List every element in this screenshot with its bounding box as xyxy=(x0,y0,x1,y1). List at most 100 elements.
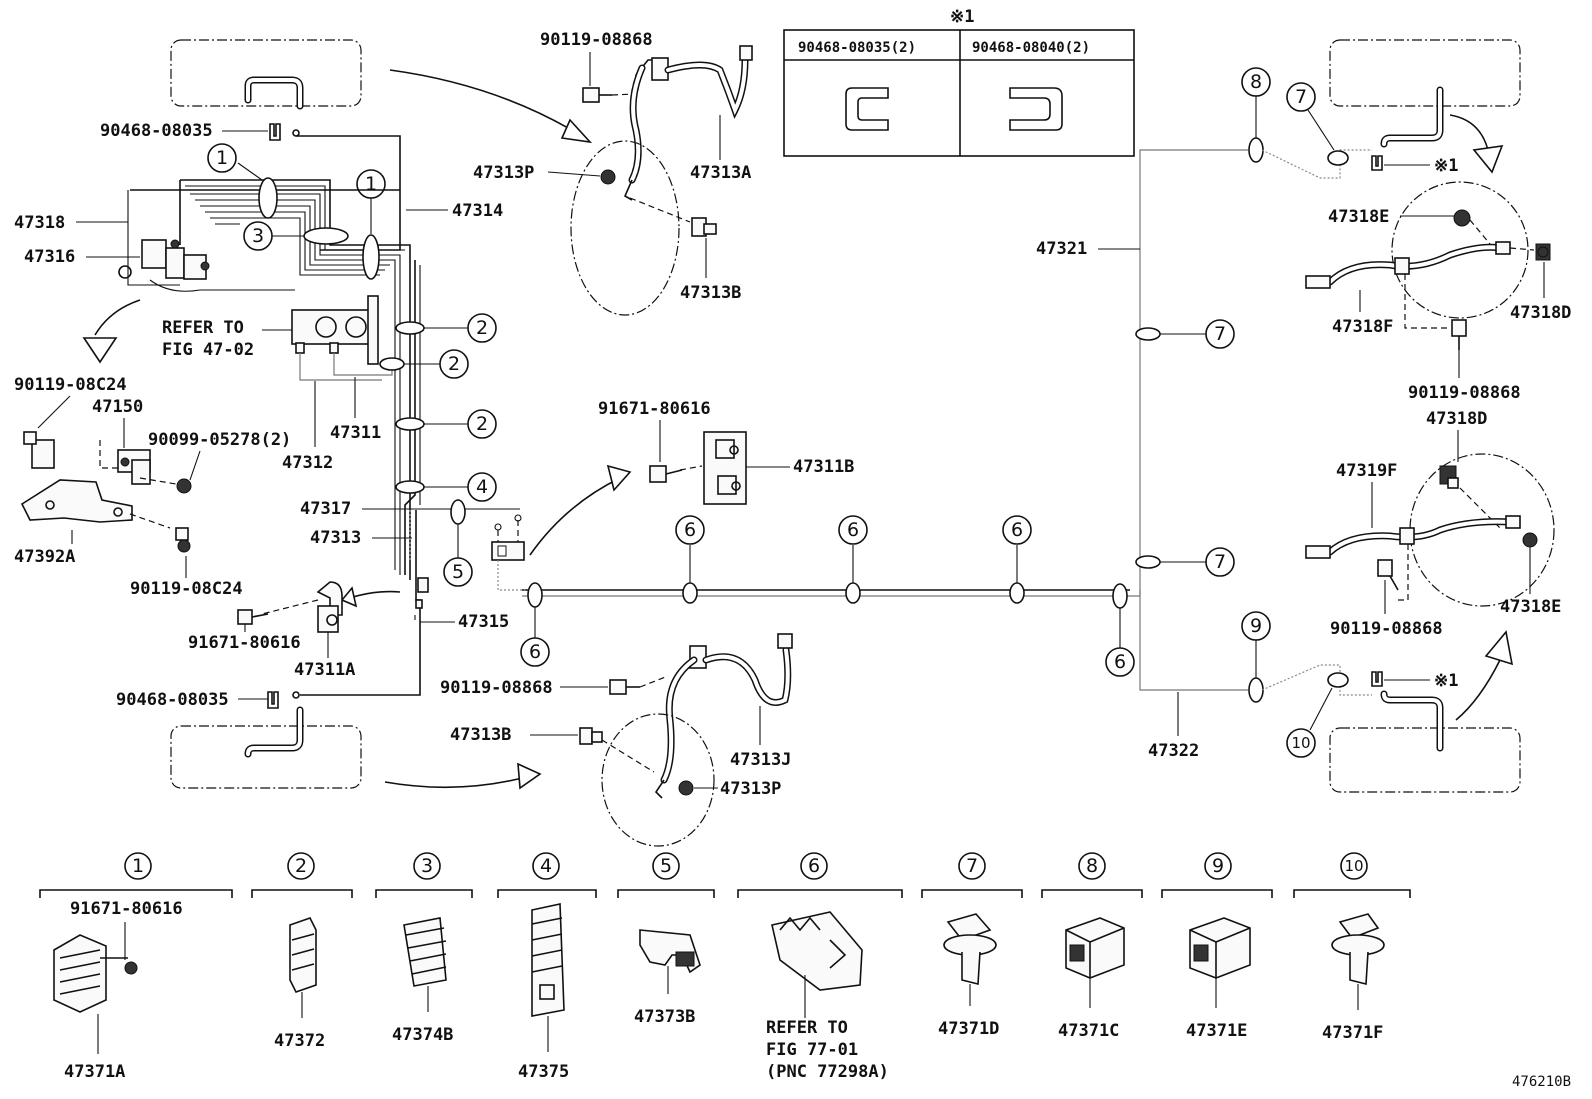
label-90119-08C24-b: 90119-08C24 xyxy=(130,579,243,599)
label-47313P-mid: 47313P xyxy=(720,779,781,799)
callout-7-c: 7 xyxy=(1295,86,1307,108)
callout-6-b: 6 xyxy=(684,519,696,541)
table-note-1 xyxy=(783,29,1135,157)
label-47313: 47313 xyxy=(310,528,361,548)
label-90119-08868-r2: 90119-08868 xyxy=(1330,619,1443,639)
label-47312: 47312 xyxy=(282,453,333,473)
label-47318F: 47318F xyxy=(1332,317,1393,337)
legend-part-9: 47371E xyxy=(1186,1021,1247,1041)
body-outline-top-right xyxy=(1329,39,1521,148)
nut-47313P-top xyxy=(600,169,616,185)
label-47313J: 47313J xyxy=(730,750,791,770)
label-47322: 47322 xyxy=(1148,741,1199,761)
brake-valve-47316 xyxy=(118,239,210,280)
arrow-head-down-left xyxy=(82,337,118,364)
body-outline-bottom-left xyxy=(170,706,362,789)
label-47313B-top: 47313B xyxy=(680,283,741,303)
label-47316: 47316 xyxy=(24,247,75,267)
clip-icon-47373B xyxy=(639,929,701,974)
label-47318D-mid: 47318D xyxy=(1426,409,1487,429)
legend-part-8: 47371C xyxy=(1058,1021,1119,1041)
label-90468-08035-bottom: 90468-08035 xyxy=(116,690,229,710)
legend-num-6: 6 xyxy=(808,855,820,877)
arrow-to-front-hose xyxy=(389,69,586,139)
label-47311B: 47311B xyxy=(793,457,854,477)
flex-hose-47313A xyxy=(623,45,753,201)
label-47319F: 47319F xyxy=(1336,461,1397,481)
label-fig-47-02: FIG 47-02 xyxy=(162,340,254,360)
union-47313B-mid xyxy=(579,727,603,745)
label-91671-80616-a: 91671-80616 xyxy=(188,633,301,653)
clip-90468-08035-top xyxy=(269,123,281,141)
callout-2-a: 2 xyxy=(476,317,488,339)
arrow-head-top-right xyxy=(1472,145,1504,174)
callout-1-left: 1 xyxy=(216,147,228,169)
label-90119-08C24-a: 90119-08C24 xyxy=(14,375,127,395)
callout-6-e: 6 xyxy=(1114,651,1126,673)
arrow-head-47311B xyxy=(606,464,632,492)
label-47313B-mid: 47313B xyxy=(450,725,511,745)
label-47313A: 47313A xyxy=(690,163,751,183)
legend-num-4: 4 xyxy=(540,855,552,877)
clip-icon-90468-08035 xyxy=(845,87,889,131)
label-47311A: 47311A xyxy=(294,660,355,680)
legend-row: 1 91671-80616 47371A 2 47372 3 47 xyxy=(39,852,1411,1082)
callout-2-c: 2 xyxy=(476,413,488,435)
label-47318E-mid: 47318E xyxy=(1500,597,1561,617)
legend-part-1: 47371A xyxy=(64,1062,125,1082)
callout-3: 3 xyxy=(252,225,264,247)
legend-num-9: 9 xyxy=(1212,855,1224,877)
clip-icon-47372 xyxy=(289,917,317,993)
label-47318E-top: 47318E xyxy=(1328,207,1389,227)
bolt-91671-80616-b xyxy=(649,465,683,483)
hose-47319F xyxy=(1305,515,1521,559)
arrow-to-rear-hose xyxy=(384,775,531,789)
arrow-head-rear xyxy=(517,762,542,790)
bracket-small-47317 xyxy=(491,514,525,561)
legend-part-6c: (PNC 77298A) xyxy=(766,1062,889,1082)
clip-90468-08035-bottom xyxy=(267,691,279,709)
arrow-head xyxy=(560,118,593,144)
union-47318D-top xyxy=(1535,243,1551,261)
note-mark-bottom: ※1 xyxy=(1434,671,1458,691)
bolt-90119-08868-top xyxy=(582,87,612,103)
clip-icon-47371A xyxy=(53,934,138,1013)
clip-icon-47374B xyxy=(403,917,447,987)
flex-hose-47313J xyxy=(654,633,793,799)
clip-icon-47371C xyxy=(1065,917,1125,979)
bolt-90119-08868-mid xyxy=(609,679,640,695)
arrow-down-left xyxy=(94,299,141,336)
callout-6-a: 6 xyxy=(529,641,541,663)
label-refer-to-1: REFER TO xyxy=(162,318,244,338)
bolt-90119-08868-r1 xyxy=(1451,319,1467,350)
clip-icon-47371F xyxy=(1331,913,1385,986)
nut-47318E-mid xyxy=(1522,532,1538,548)
label-47311: 47311 xyxy=(330,423,381,443)
table-col-90468-08040: 90468-08040(2) xyxy=(972,40,1090,56)
bolt-91671-80616-a xyxy=(237,609,269,625)
legend-part-7: 47371D xyxy=(938,1019,999,1039)
clip-icon-refer-77-01 xyxy=(771,911,863,991)
label-90119-08868-r1: 90119-08868 xyxy=(1408,383,1521,403)
label-47317: 47317 xyxy=(300,499,351,519)
label-90468-08035-top: 90468-08035 xyxy=(100,121,213,141)
master-cylinder-block xyxy=(291,295,379,365)
label-47313P-top: 47313P xyxy=(473,163,534,183)
callout-6-c: 6 xyxy=(847,519,859,541)
label-47150: 47150 xyxy=(92,397,143,417)
callout-8: 8 xyxy=(1250,71,1262,93)
body-outline-top-left xyxy=(170,39,362,110)
nut-47313P-mid xyxy=(678,780,694,796)
arrow-head-47311A xyxy=(340,586,358,608)
body-outline-bottom-right xyxy=(1329,690,1521,793)
detail-circle-front xyxy=(570,140,680,316)
bracket-47311B xyxy=(703,431,747,505)
legend-part-2: 47372 xyxy=(274,1031,325,1051)
bolt-90119-08868-r2 xyxy=(1377,559,1399,591)
legend-upper-1: 91671-80616 xyxy=(70,899,183,919)
legend-num-8: 8 xyxy=(1086,855,1098,877)
label-47318: 47318 xyxy=(14,213,65,233)
label-47318D-top: 47318D xyxy=(1510,303,1571,323)
legend-num-7: 7 xyxy=(966,855,978,877)
